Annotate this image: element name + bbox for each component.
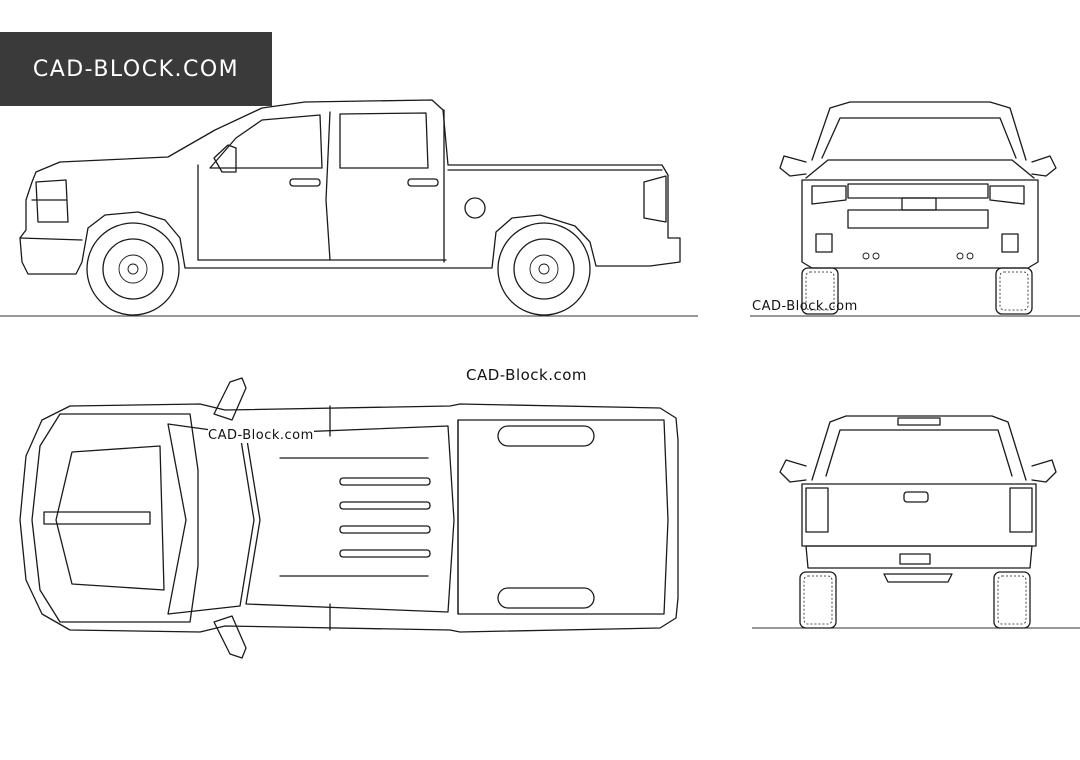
truck-rear-view [752, 415, 1080, 629]
brand-logo[interactable]: CAD-BLOCK.COM [0, 32, 272, 106]
front-left-tire [801, 267, 839, 315]
truck-side-view [0, 99, 698, 317]
watermark-front-view: CAD-Block.com [752, 299, 858, 314]
rear-cab-outline [811, 415, 1027, 481]
top-bed [457, 419, 669, 615]
rear-left-mirror [779, 459, 807, 483]
rear-bumper [805, 545, 1033, 569]
front-tow-hook-left [862, 252, 870, 260]
side-taillight [643, 175, 667, 223]
side-front-wheel [86, 222, 180, 316]
front-right-foglight [1001, 233, 1019, 253]
side-front-bumper [19, 237, 83, 241]
front-body [801, 179, 1039, 269]
top-roof [245, 425, 455, 613]
side-front-window [209, 114, 323, 169]
top-bed-wheel-well-left [497, 425, 595, 447]
side-rear-window [339, 112, 429, 169]
front-windshield [821, 117, 1017, 159]
top-right-mirror [213, 615, 247, 659]
rear-tailgate-handle [903, 491, 929, 503]
rear-left-taillight [805, 487, 829, 533]
side-rear-wheel [497, 222, 591, 316]
rear-right-tire [993, 571, 1031, 629]
front-grille-upper [847, 183, 989, 199]
front-grille-lower [847, 209, 989, 229]
rear-license-plate [899, 553, 931, 565]
rear-hitch [883, 573, 953, 583]
top-hood [31, 413, 199, 623]
rear-brake-light [897, 417, 941, 426]
truck-front-view [750, 101, 1080, 317]
rear-window [825, 429, 1013, 477]
brand-logo-text: CAD-BLOCK.COM [32, 56, 240, 82]
front-left-mirror [779, 155, 807, 177]
top-roof-rib-2 [339, 477, 431, 486]
side-front-door-handle [289, 178, 321, 187]
top-windshield [167, 423, 255, 615]
front-left-headlight [811, 185, 847, 205]
watermark-top-view: CAD-Block.com [208, 428, 314, 443]
front-right-mirror [1031, 155, 1057, 177]
side-headlight [35, 179, 69, 223]
top-roof-rib-5 [339, 549, 431, 558]
front-bowtie-emblem [901, 197, 937, 211]
top-hood-bulge [55, 445, 165, 591]
rear-tailgate-box [801, 483, 1037, 547]
side-door-divider [325, 111, 331, 261]
front-tow-hook-right-2 [966, 252, 974, 260]
top-roof-rib-4 [339, 525, 431, 534]
front-hood [805, 159, 1035, 179]
rear-right-mirror [1031, 459, 1057, 483]
front-right-tire [995, 267, 1033, 315]
side-body-outline [19, 99, 681, 275]
top-bed-wheel-well-right [497, 587, 595, 609]
rear-right-taillight [1009, 487, 1033, 533]
side-fuel-door [464, 197, 486, 219]
front-left-foglight [815, 233, 833, 253]
top-left-mirror [213, 377, 247, 421]
side-rear-door-handle [407, 178, 439, 187]
side-mirror [213, 144, 237, 173]
rear-left-tire [799, 571, 837, 629]
top-body-outline [19, 403, 679, 633]
top-roof-rib-3 [339, 501, 431, 510]
front-tow-hook-left-2 [872, 252, 880, 260]
truck-top-view [19, 377, 679, 659]
front-right-headlight [989, 185, 1025, 205]
watermark-top-center: CAD-Block.com [466, 366, 588, 384]
top-hood-scoop [43, 511, 151, 525]
front-cab-outline [811, 101, 1027, 161]
front-tow-hook-right [956, 252, 964, 260]
